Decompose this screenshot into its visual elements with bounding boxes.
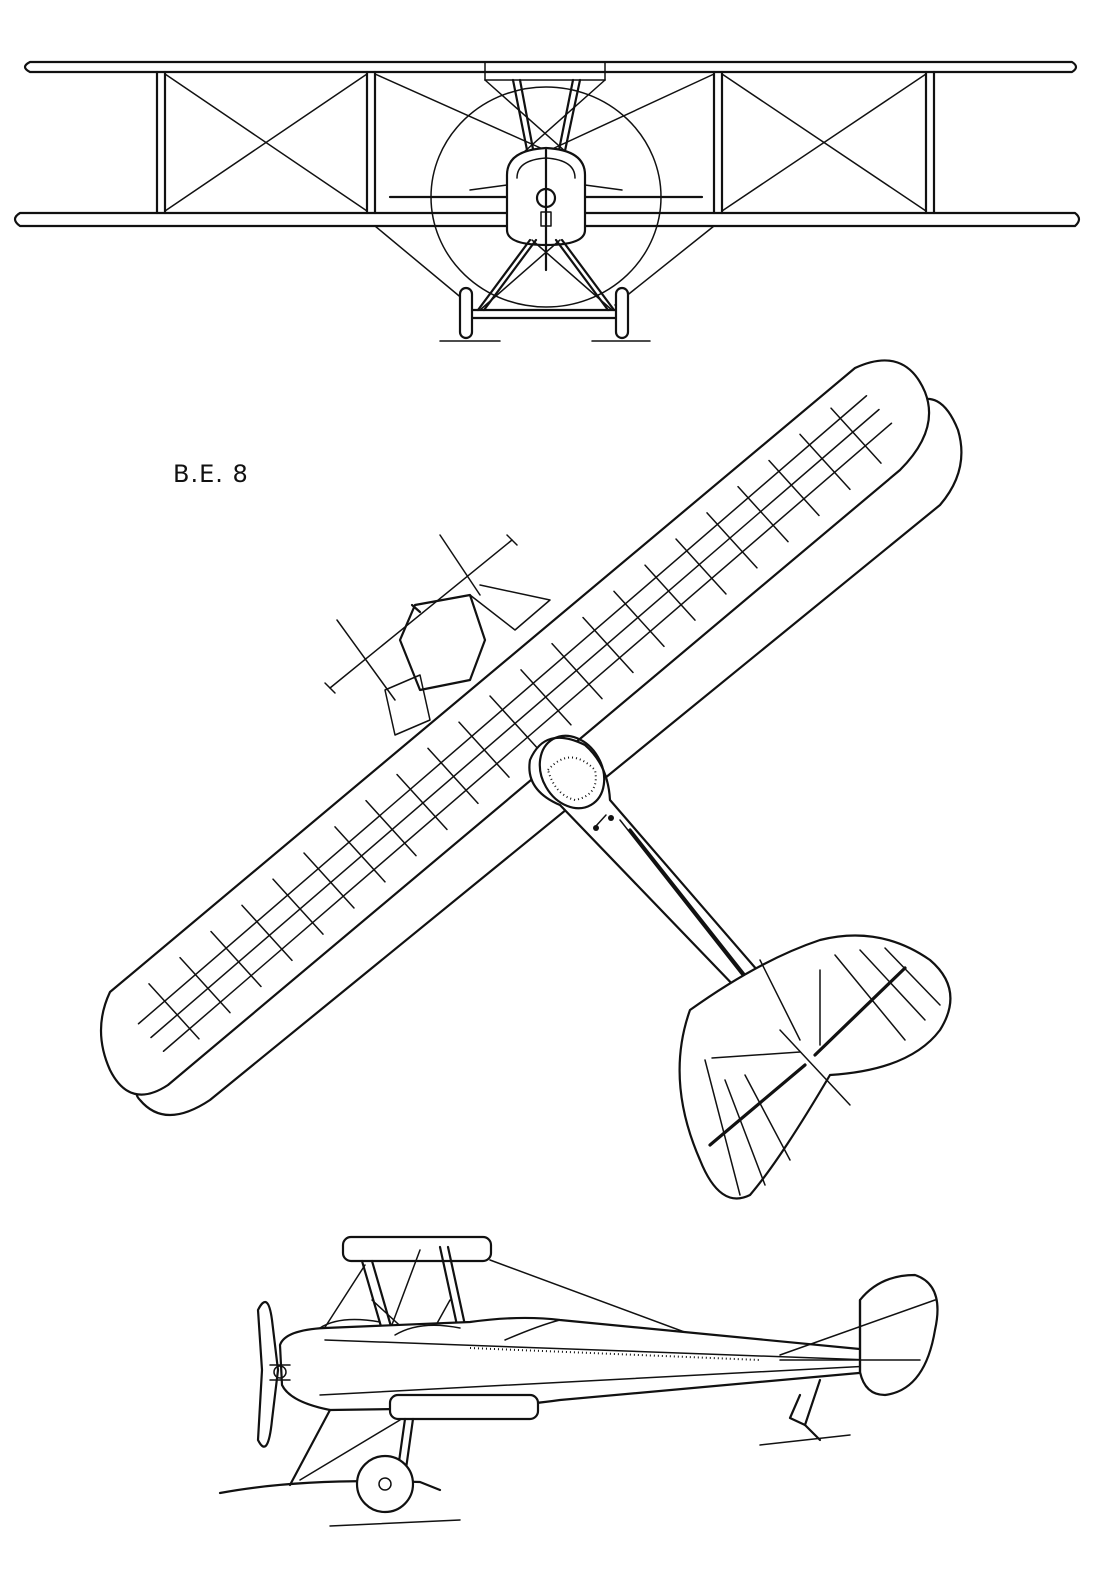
wing-rib <box>737 485 789 543</box>
wing-rib <box>613 590 665 648</box>
wing-rib <box>148 983 200 1040</box>
plan-wing-rib-grid <box>137 395 893 1052</box>
side-undercarriage <box>218 1408 461 1527</box>
wing-rib <box>210 930 262 988</box>
wing-rib <box>303 852 355 909</box>
wing-rib <box>830 407 882 464</box>
wing-rib <box>644 564 696 621</box>
plan-view <box>99 359 963 1200</box>
side-view <box>218 1235 939 1527</box>
wing-rib <box>582 616 634 674</box>
front-engine-cowling <box>388 146 704 272</box>
side-wheel <box>355 1454 415 1514</box>
front-undercarriage <box>439 238 651 342</box>
plan-engine-cowling <box>538 734 606 810</box>
wing-rib <box>334 826 386 883</box>
front-bracing-wires <box>164 73 927 306</box>
wing-rib <box>799 433 851 491</box>
aircraft-designation-label: B.E. 8 <box>173 460 249 488</box>
wing-rib <box>675 538 727 595</box>
wing-rib <box>396 773 448 831</box>
front-view <box>13 60 1081 342</box>
wing-rib <box>427 747 479 805</box>
wing-rib <box>179 956 231 1014</box>
plan-tailplane-ribs <box>704 947 941 1196</box>
side-lower-wing <box>388 1393 540 1421</box>
wing-rib <box>706 512 758 569</box>
front-upper-wing <box>23 60 1078 74</box>
side-upper-wing <box>341 1235 493 1263</box>
wing-rib <box>241 904 293 962</box>
front-interplane-struts <box>155 70 936 215</box>
wing-rib <box>768 459 820 517</box>
wing-rib <box>551 642 603 700</box>
wing-spar-line <box>150 408 880 1039</box>
side-fuselage <box>278 1316 872 1412</box>
front-left-wheel <box>458 286 474 340</box>
plan-gun-mounting <box>324 534 518 701</box>
wing-spar-line <box>162 422 893 1052</box>
plan-cabane-struts <box>384 584 551 736</box>
wing-rib <box>272 878 324 935</box>
front-right-wheel <box>614 286 630 340</box>
side-tail-skid <box>759 1378 851 1446</box>
side-fin-rudder <box>858 1273 939 1397</box>
side-propeller <box>256 1300 291 1448</box>
wing-spar-line <box>137 395 868 1025</box>
wing-rib <box>365 799 417 857</box>
